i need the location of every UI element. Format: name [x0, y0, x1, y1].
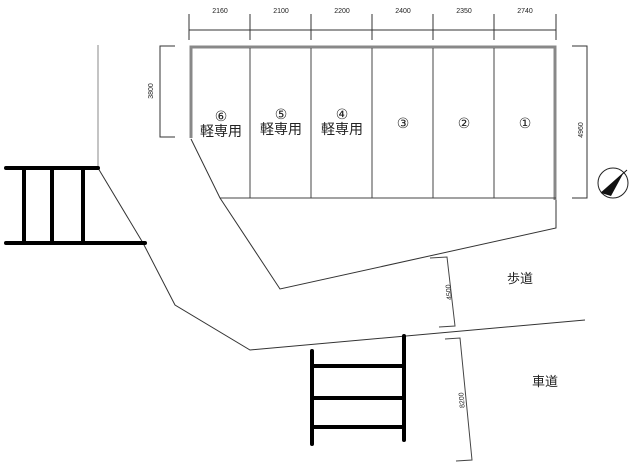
lot-wall: [189, 45, 557, 200]
sidewalk-dimension-bracket: [429, 256, 456, 328]
stall-dividers: [220, 48, 556, 199]
dimension-label: 2400: [395, 8, 411, 15]
dimension-label: 2740: [517, 8, 533, 15]
stall-number: ④: [336, 107, 349, 123]
dimension-label: 2160: [212, 8, 228, 15]
lot-outline: [190, 138, 557, 290]
stall-number: ①: [519, 116, 532, 132]
top-dimension-line: [188, 14, 557, 40]
left-crosswalk: [4, 166, 147, 245]
left-dimension-label: 3800: [148, 83, 155, 99]
stall-number: ⑤: [275, 107, 288, 123]
road-edge-line: [97, 167, 586, 351]
stall-note: 軽専用: [200, 124, 242, 140]
stall-number: ③: [397, 116, 410, 132]
sidewalk-dimension-label: 4500: [445, 284, 453, 300]
sidewalk-label: 歩道: [507, 272, 533, 287]
stall-number: ⑥: [215, 109, 228, 125]
roadway-dimension-bracket: [444, 337, 473, 462]
right-dimension-bracket: [572, 45, 588, 199]
stall-note: 軽専用: [321, 122, 363, 138]
north-arrow-icon: [597, 167, 629, 199]
stall-number: ②: [458, 116, 471, 132]
right-dimension-label: 4960: [578, 122, 585, 138]
left-dimension-bracket: [159, 45, 175, 138]
stall-note: 軽専用: [260, 122, 302, 138]
dimension-label: 2100: [273, 8, 289, 15]
dimension-label: 2200: [334, 8, 350, 15]
bottom-crosswalk: [310, 334, 406, 446]
roadway-dimension-label: 8200: [458, 392, 466, 408]
roadway-label: 車道: [532, 375, 558, 390]
dimension-label: 2350: [456, 8, 472, 15]
